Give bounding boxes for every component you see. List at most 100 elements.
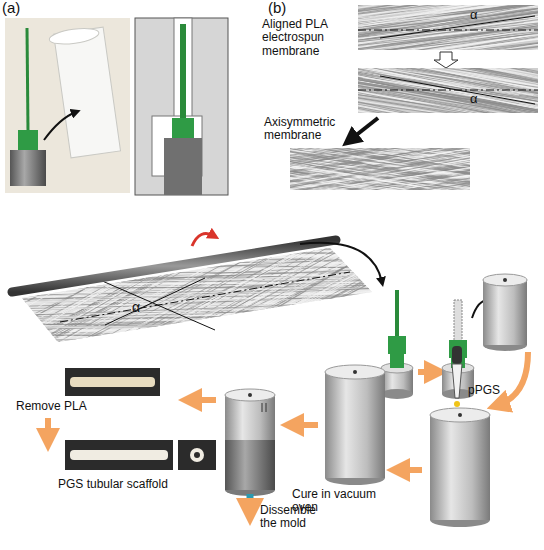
fiber-line bbox=[358, 5, 538, 45]
needle-photo bbox=[5, 18, 130, 193]
scaffold-photo bbox=[65, 440, 173, 470]
fiber-line bbox=[23, 163, 544, 459]
fiber-line bbox=[358, 28, 538, 50]
fiber-line bbox=[0, 104, 443, 415]
fiber-line bbox=[358, 68, 538, 113]
mold-cross-section bbox=[135, 18, 228, 195]
mold-cylinder bbox=[225, 395, 275, 440]
mold-cylinder bbox=[266, 403, 267, 412]
mold-cylinder bbox=[262, 403, 263, 412]
fiber-line bbox=[0, 115, 403, 398]
fiber-line bbox=[14, 104, 544, 418]
membrane-sheet bbox=[131, 116, 544, 220]
fiber-line bbox=[80, 110, 544, 392]
mold-cylinder bbox=[353, 370, 357, 374]
membrane-sheet bbox=[380, 76, 535, 104]
fiber-line bbox=[0, 257, 544, 267]
mold-cylinder bbox=[225, 389, 275, 512]
needle-holder bbox=[388, 336, 406, 354]
needle-photo bbox=[44, 112, 76, 140]
process-arrow bbox=[398, 467, 422, 473]
scaffold-photo bbox=[178, 440, 216, 470]
fiber-line bbox=[0, 105, 450, 416]
mold-cylinder bbox=[483, 274, 527, 351]
mold-cylinder bbox=[430, 408, 490, 422]
membrane-sheet bbox=[197, 0, 544, 76]
fiber-line bbox=[0, 173, 431, 491]
scaffold-photo bbox=[70, 377, 155, 387]
fiber-line bbox=[0, 100, 456, 402]
fiber-line bbox=[0, 158, 541, 465]
fiber-line bbox=[0, 102, 504, 411]
fiber-line bbox=[290, 168, 470, 190]
process-arrow bbox=[498, 352, 528, 405]
fiber-line bbox=[369, 5, 538, 35]
fiber-line bbox=[0, 272, 539, 273]
hollow-arrow bbox=[434, 52, 458, 68]
text-label: pPGS bbox=[468, 384, 518, 397]
collector-rod bbox=[192, 234, 214, 246]
dropper bbox=[452, 346, 462, 364]
text-label: α bbox=[470, 8, 490, 23]
fiber-line bbox=[290, 148, 470, 190]
fiber-line bbox=[43, 123, 544, 408]
mold-cylinder bbox=[225, 440, 275, 490]
text-label: Dissemble the mold bbox=[260, 504, 326, 531]
mold-cylinder bbox=[503, 278, 507, 282]
fiber-line bbox=[0, 104, 373, 407]
fiber-line bbox=[25, 136, 544, 456]
mold-cross-section bbox=[180, 24, 186, 120]
fiber-line bbox=[290, 148, 470, 179]
dropper bbox=[452, 364, 462, 398]
needle-holder bbox=[395, 290, 399, 338]
membrane-sheet bbox=[199, 36, 544, 146]
needle-photo bbox=[54, 27, 121, 158]
fiber-line bbox=[0, 194, 417, 480]
fiber-line bbox=[0, 263, 544, 265]
scaffold-photo bbox=[45, 418, 51, 440]
needle-photo bbox=[18, 130, 38, 150]
fiber-line bbox=[0, 186, 499, 494]
mold-cylinder bbox=[430, 415, 490, 520]
fiber-line bbox=[290, 157, 470, 190]
collector-rod bbox=[12, 234, 382, 292]
scaffold-photo bbox=[190, 448, 204, 462]
fiber-line bbox=[0, 179, 338, 498]
fiber-line bbox=[0, 109, 438, 425]
mold-cylinder bbox=[483, 280, 527, 345]
fiber-line bbox=[0, 201, 468, 482]
membrane-sheet bbox=[358, 5, 538, 50]
mold-cylinder bbox=[325, 365, 385, 379]
fiber-line bbox=[0, 109, 461, 401]
fiber-line bbox=[0, 163, 325, 473]
filled-arrow bbox=[350, 118, 378, 140]
fiber-line bbox=[0, 298, 409, 305]
needle-photo bbox=[10, 150, 46, 186]
fiber-line bbox=[61, 108, 544, 409]
fiber-line bbox=[0, 295, 499, 328]
fiber-line bbox=[55, 148, 544, 446]
fiber-line bbox=[358, 68, 538, 113]
fiber-line bbox=[0, 106, 440, 405]
fiber-line bbox=[0, 163, 458, 450]
scaffold-photo bbox=[65, 368, 160, 396]
dropper bbox=[454, 401, 460, 407]
process-arrow bbox=[292, 425, 318, 426]
fiber-line bbox=[53, 160, 544, 441]
fiber-line bbox=[290, 159, 452, 190]
fiber-line bbox=[0, 119, 509, 424]
fiber-line bbox=[23, 335, 544, 338]
mold-cross-section bbox=[172, 118, 194, 138]
fiber-line bbox=[0, 175, 460, 495]
fiber-line bbox=[26, 118, 544, 412]
filled-arrow bbox=[350, 118, 378, 140]
process-arrow bbox=[190, 400, 216, 401]
fiber-line bbox=[0, 322, 446, 325]
fiber-line bbox=[68, 170, 544, 463]
membrane-sheet bbox=[358, 68, 538, 113]
fiber-line bbox=[0, 166, 524, 465]
fiber-line bbox=[42, 335, 544, 345]
membrane-sheet bbox=[358, 90, 538, 91]
